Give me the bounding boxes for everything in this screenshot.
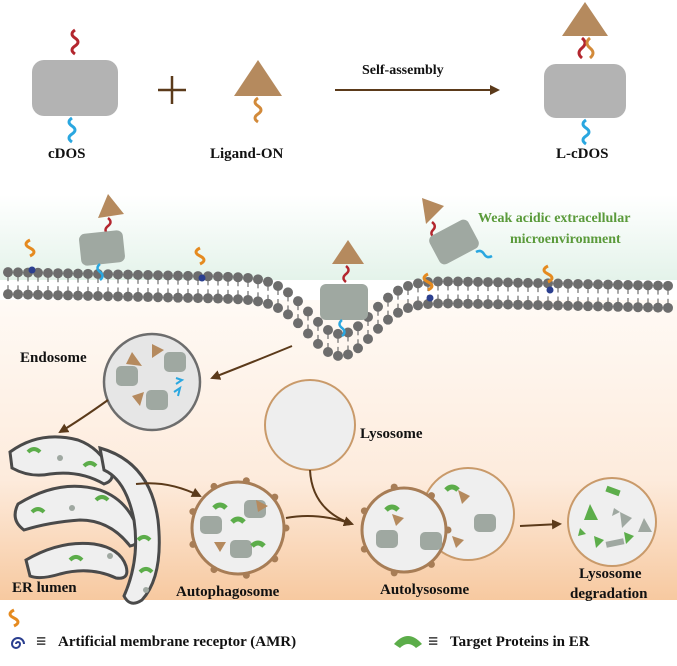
l-cdos-icon: [544, 2, 626, 146]
legend-target-protein-icon: [394, 636, 422, 648]
autolysosome: [360, 467, 515, 577]
degradation-label-line1: Lysosome: [579, 566, 642, 582]
arrow-membrane-to-endosome: [210, 345, 293, 380]
plus-icon: [158, 76, 186, 104]
legend-target-equiv: ≡: [428, 631, 438, 651]
arrow-autolysosome-to-degradation: [519, 519, 562, 530]
arrow-endosome-to-er: [58, 399, 109, 434]
amr-marker-4: [542, 264, 554, 294]
ligand-on-icon: [234, 60, 282, 124]
amr-marker-1: [24, 238, 36, 274]
cdos-label: cDOS: [48, 146, 86, 162]
endosome: [102, 332, 202, 432]
self-assembly-label: Self-assembly: [362, 63, 444, 78]
degradation-label-line2: degradation: [570, 586, 648, 602]
legend-amr-label: Artificial membrane receptor (AMR): [58, 634, 296, 650]
legend-amr-equiv: ≡: [36, 631, 46, 651]
cell-membrane: [3, 267, 673, 361]
l-cdos-approaching-2: [422, 198, 493, 265]
extracellular-label-line2: microenvironment: [510, 232, 621, 247]
lysosome-label: Lysosome: [360, 426, 423, 442]
arrow-autophagosome-to-autolysosome: [285, 515, 354, 527]
l-cdos-label: L-cDOS: [556, 146, 609, 162]
arrow-er-to-autophagosome: [135, 482, 202, 497]
l-cdos-approaching-1: [79, 194, 125, 281]
lysosome: [264, 379, 356, 471]
amr-marker-3: [422, 272, 434, 302]
extracellular-label-line1: Weak acidic extracellular: [478, 211, 630, 226]
l-cdos-internalizing: [320, 240, 368, 337]
autolysosome-label: Autolysosome: [380, 582, 470, 598]
er-lumen: [8, 435, 161, 605]
endosome-label: Endosome: [20, 350, 87, 366]
er-lumen-label: ER lumen: [12, 580, 77, 596]
autophagosome-label: Autophagosome: [176, 584, 280, 600]
cdos-icon: [32, 28, 118, 144]
legend-amr-icon: [8, 608, 25, 649]
amr-marker-2: [194, 246, 206, 282]
lysosome-degradation: [567, 477, 657, 567]
autophagosome: [189, 477, 290, 579]
ligand-on-label: Ligand-ON: [210, 146, 284, 162]
legend-target-label: Target Proteins in ER: [450, 634, 590, 650]
